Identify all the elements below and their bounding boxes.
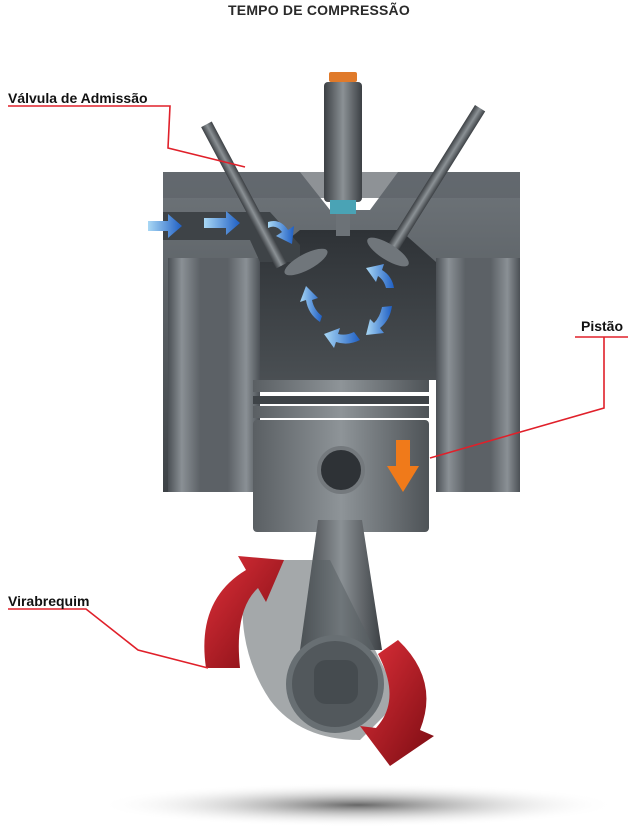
piston-pin (317, 446, 365, 494)
label-piston: Pistão (581, 318, 624, 334)
leader-line-crankshaft (8, 608, 209, 669)
diagram-title: TEMPO DE COMPRESSÃO (228, 2, 410, 18)
leader-line-valve (8, 105, 246, 168)
exhaust-valve (367, 105, 486, 267)
intake-valve (201, 121, 328, 276)
leader-line-piston (429, 336, 628, 459)
label-crankshaft: Virabrequim (8, 593, 90, 609)
piston (253, 380, 429, 532)
leader-lines (8, 105, 628, 669)
circular-arrows-icon (300, 264, 394, 348)
red-curved-arrow-icon (204, 556, 434, 766)
blue-arrow-icon (148, 214, 182, 238)
blue-arrow-icon (204, 211, 240, 235)
label-intake-valve: Válvula de Admissão (8, 90, 148, 106)
orange-down-arrow-icon (387, 440, 419, 492)
crankshaft (242, 560, 400, 740)
blue-arrow-icon (268, 221, 294, 244)
ground-shadow (98, 783, 618, 827)
spark-plug (324, 72, 362, 236)
intake-flow-arrows (148, 211, 294, 244)
